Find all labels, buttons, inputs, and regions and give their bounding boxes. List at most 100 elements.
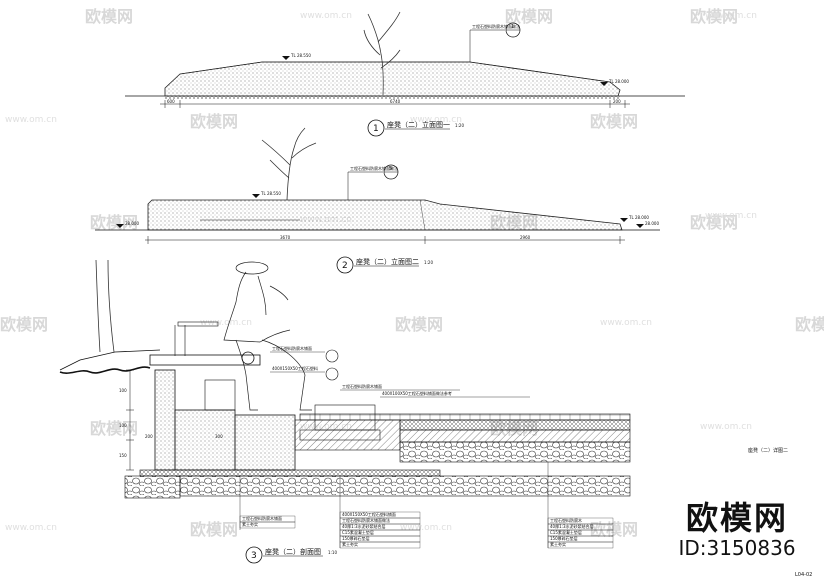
view-scale: 1:20: [455, 123, 464, 128]
callout-number: 5: [389, 166, 392, 172]
watermark-row-4: 欧模网 欧模网 欧模网 www.om.cn www.om.cn: [0, 315, 824, 334]
view-title: 1 座凳（二）立面图一 1:20: [367, 119, 464, 137]
watermark-url: www.om.cn: [600, 318, 652, 328]
section-notes-bottom-left: 工程石塑料防腐木铺面 素土夯实: [239, 476, 296, 530]
drawing-number: L04-02: [795, 572, 812, 578]
note-br-1: 工程石塑料防腐木: [550, 517, 582, 523]
section-dimensions: 100 100 150 200 300: [119, 369, 223, 471]
watermark-brand: 欧模网: [590, 112, 638, 131]
brand-id: ID:3150836: [678, 536, 796, 560]
watermark-url: www.om.cn: [300, 11, 352, 21]
watermark-brand: 欧模网: [690, 7, 738, 26]
dim-total: 6740: [390, 99, 401, 104]
view-title-text: 座凳（二）立面图一: [387, 120, 450, 129]
view-number: 2: [342, 261, 348, 271]
section-notes-top: 工程石塑料防腐木铺面 400X150X50工程石塑料 工程石塑料防腐木铺面 40…: [270, 345, 530, 398]
watermark-brand: 欧模网: [190, 112, 238, 131]
watermark-brand: 欧模网: [590, 520, 638, 539]
note-br-3: C15素混凝土垫层: [550, 529, 582, 535]
note-bm-5: 150厚碎石垫层: [342, 535, 370, 541]
watermark-brand: 欧模网: [0, 315, 48, 334]
seat-structure: [149, 321, 261, 366]
watermark-url: www.om.cn: [700, 422, 752, 432]
view-title: 3 座凳（二）剖面图 1:10: [245, 546, 337, 564]
note-bm-4: C15素混凝土垫层: [342, 529, 374, 535]
dim-right: 2960: [520, 235, 531, 240]
plan-view: TL 28.550 TL 28.000 工程石塑料防腐木铺面做法 1 600 6…: [125, 11, 685, 137]
dim-4: 200: [145, 434, 153, 439]
watermark-url: www.om.cn: [5, 115, 57, 125]
tree-sketch-2: [261, 127, 317, 201]
watermark-brand: 欧模网: [90, 213, 138, 232]
level-left-label: 28.000: [125, 221, 139, 226]
watermark-brand: 欧模网: [85, 7, 133, 26]
level-right-label-a: TL 28.000: [628, 215, 649, 220]
note-top-4: 400X100X50工程石塑料铺面做法参考: [382, 390, 452, 396]
callout-note: 工程石塑料防腐木铺面做法: [472, 23, 520, 29]
watermark-url: www.om.cn: [200, 318, 252, 328]
dim-3: 150: [119, 453, 127, 458]
dim-left: 600: [167, 99, 175, 104]
dim-left: 3670: [280, 235, 291, 240]
note-top-1: 工程石塑料防腐木铺面: [272, 345, 312, 351]
pavement-layers: [124, 404, 631, 499]
level-left-label: TL 28.550: [290, 53, 311, 58]
level-marker: TL 28.550 TL 28.000: [282, 53, 629, 86]
dimension-line: 600 6740 200: [160, 99, 630, 108]
note-bm-1: 400X150X50工程石塑料铺面: [342, 511, 396, 517]
view-title: 2 座凳（二）立面图二 1:20: [336, 256, 433, 274]
watermark-url: www.om.cn: [400, 523, 452, 533]
tree-trunk: [95, 259, 115, 353]
note-bm-6: 素土夯实: [342, 541, 358, 547]
brand-name: 欧模网: [685, 499, 788, 537]
dim-5: 300: [215, 434, 223, 439]
view-title-text: 座凳（二）剖面图: [265, 547, 321, 556]
section-notes-bottom-right: 工程石塑料防腐木 40厚1:3水泥砂浆结合层 C15素混凝土垫层 150厚碎石垫…: [547, 462, 614, 549]
level-right-label: TL 28.000: [608, 79, 629, 84]
callout-note: 工程石塑料防腐木铺面做法: [350, 165, 398, 171]
dim-right: 200: [613, 99, 621, 104]
watermark-row-2: 欧模网 欧模网 www.om.cn www.om.cn: [5, 112, 638, 131]
note-bm-2: 工程石塑料防腐木铺面做法: [342, 517, 390, 523]
note-br-4: 150厚碎石垫层: [550, 535, 578, 541]
watermark-row-6: 欧模网 欧模网 www.om.cn www.om.cn: [5, 520, 638, 539]
watermark-row-1: 欧模网 欧模网 欧模网 www.om.cn www.om.cn: [85, 7, 757, 26]
note-top-3: 工程石塑料防腐木铺面: [342, 383, 382, 389]
watermark-url: www.om.cn: [5, 523, 57, 533]
level-right-label-b: 28.000: [645, 221, 659, 226]
watermark-brand: 欧模网: [505, 7, 553, 26]
slope-ground: [59, 349, 161, 371]
section-notes-bottom-mid: 400X150X50工程石塑料铺面 工程石塑料防腐木铺面做法 40厚1:3水泥砂…: [339, 476, 421, 549]
level-top-label: TL 28.550: [260, 191, 281, 196]
section-view: 100 100 150 200 300 工程石塑料防腐木铺面 400X150X5…: [59, 259, 631, 564]
watermark-url: www.om.cn: [410, 115, 462, 125]
watermark-brand: 欧模网: [795, 315, 824, 334]
view-title-text: 座凳（二）立面图二: [356, 257, 419, 266]
watermark-brand: 欧模网: [90, 419, 138, 438]
brand-block: 欧模网 ID:3150836: [672, 500, 802, 560]
bench-block: [234, 414, 296, 471]
watermark-brand: 欧模网: [190, 520, 238, 539]
note-bm-3: 40厚1:3水泥砂浆结合层: [342, 523, 386, 529]
note-top-2: 400X150X50工程石塑料: [272, 365, 318, 371]
view-number: 3: [251, 551, 257, 561]
dimension-line: 3670 2960: [145, 235, 625, 244]
note-bl-1: 工程石塑料防腐木铺面: [242, 515, 282, 521]
note-bl-2: 素土夯实: [242, 521, 258, 527]
callout-number: 1: [511, 24, 514, 30]
bench-body: [164, 61, 621, 97]
detail-title: 座凳（二）详图二: [748, 447, 788, 454]
seated-figure: [223, 261, 312, 411]
watermark-brand: 欧模网: [690, 213, 738, 232]
watermark-url: www.om.cn: [705, 211, 757, 221]
bench-body: [147, 199, 623, 231]
note-br-5: 素土夯实: [550, 541, 566, 547]
watermark-url: www.om.cn: [705, 11, 757, 21]
view-number: 1: [373, 124, 379, 134]
callout-leader: 工程石塑料防腐木铺面做法 1: [469, 22, 521, 62]
callout-leader: 工程石塑料防腐木铺面做法 5: [347, 164, 399, 200]
view-scale: 1:20: [424, 260, 433, 265]
dim-2: 100: [119, 423, 127, 428]
dim-1: 100: [119, 388, 127, 393]
